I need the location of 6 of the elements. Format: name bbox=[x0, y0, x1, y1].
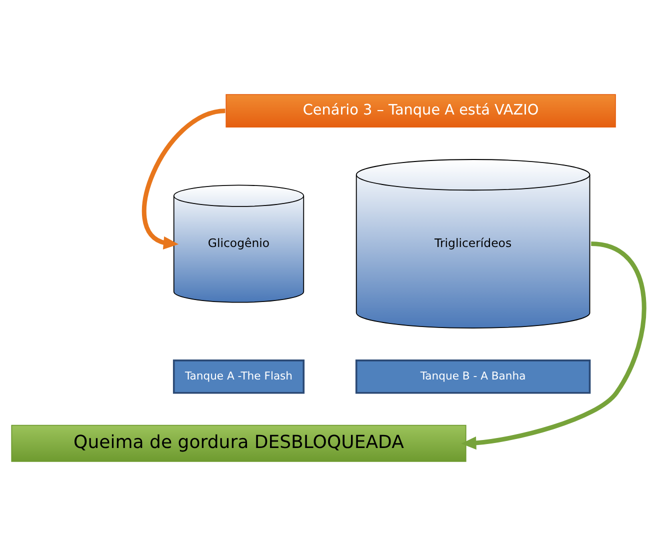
node-box: Tanque B - A Banha bbox=[355, 359, 591, 394]
arrow bbox=[461, 241, 646, 450]
node-box: Queima de gordura DESBLOQUEADA bbox=[11, 424, 466, 462]
node-box: Tanque A -The Flash bbox=[172, 359, 305, 394]
node-box: Cenário 3 – Tanque A está VAZIO bbox=[226, 94, 616, 127]
arrow bbox=[142, 108, 226, 249]
